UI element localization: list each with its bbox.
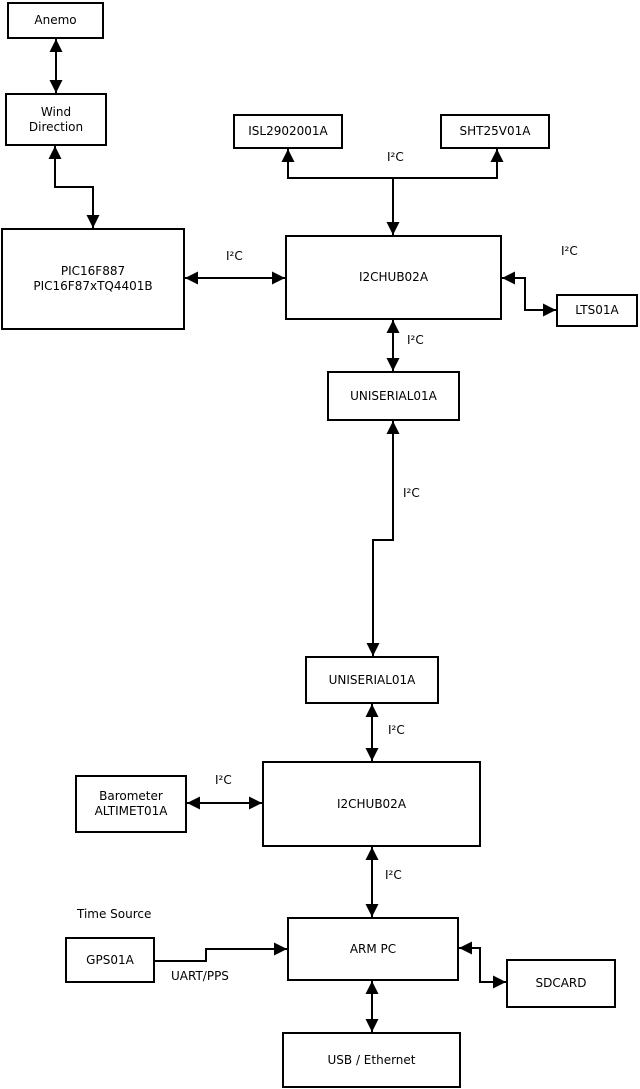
node-isl2902001a-label: ISL2902001A bbox=[248, 124, 328, 138]
node-barometer-altimet01a: Barometer ALTIMET01A bbox=[75, 775, 187, 833]
label-i2c-barometer-hub2: I²C bbox=[215, 773, 232, 787]
node-anemo: Anemo bbox=[7, 2, 104, 39]
node-i2chub02a-upper-label: I2CHUB02A bbox=[358, 270, 429, 284]
node-gps01a: GPS01A bbox=[65, 937, 155, 983]
node-sht25v01a-label: SHT25V01A bbox=[459, 124, 531, 138]
node-wind-direction-line1: Wind bbox=[40, 104, 72, 119]
node-barometer-line1: Barometer bbox=[99, 789, 163, 803]
label-i2c-uniserial-link: I²C bbox=[403, 486, 420, 500]
node-pic16f887-line2: PIC16F87xTQ4401B bbox=[33, 279, 153, 293]
label-i2c-hub2-armpc: I²C bbox=[385, 868, 402, 882]
edge-hub1-lts bbox=[502, 271, 556, 317]
node-i2chub02a-upper: I2CHUB02A bbox=[285, 235, 502, 320]
node-sdcard: SDCARD bbox=[506, 959, 616, 1008]
node-gps01a-label: GPS01A bbox=[86, 952, 134, 967]
node-wind-direction-line2: Direction bbox=[28, 119, 84, 134]
node-arm-pc: ARM PC bbox=[287, 917, 459, 981]
label-i2c-hub1-uniserial1: I²C bbox=[407, 333, 424, 347]
node-lts01a: LTS01A bbox=[556, 294, 638, 327]
node-usb-ethernet-label: USB / Ethernet bbox=[327, 1052, 416, 1067]
node-uniserial01a-lower-label: UNISERIAL01A bbox=[328, 672, 416, 687]
node-wind-direction: Wind Direction bbox=[5, 93, 107, 146]
node-i2chub02a-lower: I2CHUB02A bbox=[262, 761, 481, 847]
node-sdcard-label: SDCARD bbox=[535, 976, 587, 990]
node-sht25v01a: SHT25V01A bbox=[440, 114, 550, 149]
node-uniserial01a-lower: UNISERIAL01A bbox=[305, 656, 439, 704]
edge-uniserial1-uniserial2 bbox=[366, 421, 400, 656]
label-i2c-bus-top: I²C bbox=[387, 150, 404, 164]
node-pic16f887: PIC16F887 PIC16F87xTQ4401B bbox=[1, 228, 185, 330]
node-barometer-line2: ALTIMET01A bbox=[94, 804, 168, 818]
label-uart-pps: UART/PPS bbox=[171, 969, 229, 983]
node-uniserial01a-upper: UNISERIAL01A bbox=[327, 371, 460, 421]
node-isl2902001a: ISL2902001A bbox=[233, 114, 343, 149]
label-time-source: Time Source bbox=[77, 907, 152, 921]
edge-wind-pic bbox=[48, 146, 100, 228]
node-i2chub02a-lower-label: I2CHUB02A bbox=[336, 796, 407, 811]
node-lts01a-label: LTS01A bbox=[575, 303, 619, 317]
label-i2c-pic-hub1: I²C bbox=[226, 249, 243, 263]
node-pic16f887-line1: PIC16F887 bbox=[60, 264, 126, 278]
edge-armpc-sdcard bbox=[459, 941, 506, 989]
node-anemo-label: Anemo bbox=[34, 13, 77, 27]
node-usb-ethernet: USB / Ethernet bbox=[282, 1032, 461, 1088]
node-uniserial01a-upper-label: UNISERIAL01A bbox=[350, 388, 437, 403]
label-i2c-uniserial2-hub2: I²C bbox=[388, 723, 405, 737]
node-arm-pc-label: ARM PC bbox=[349, 941, 397, 956]
edge-gps-armpc bbox=[155, 942, 287, 962]
label-i2c-hub1-lts: I²C bbox=[561, 244, 578, 258]
